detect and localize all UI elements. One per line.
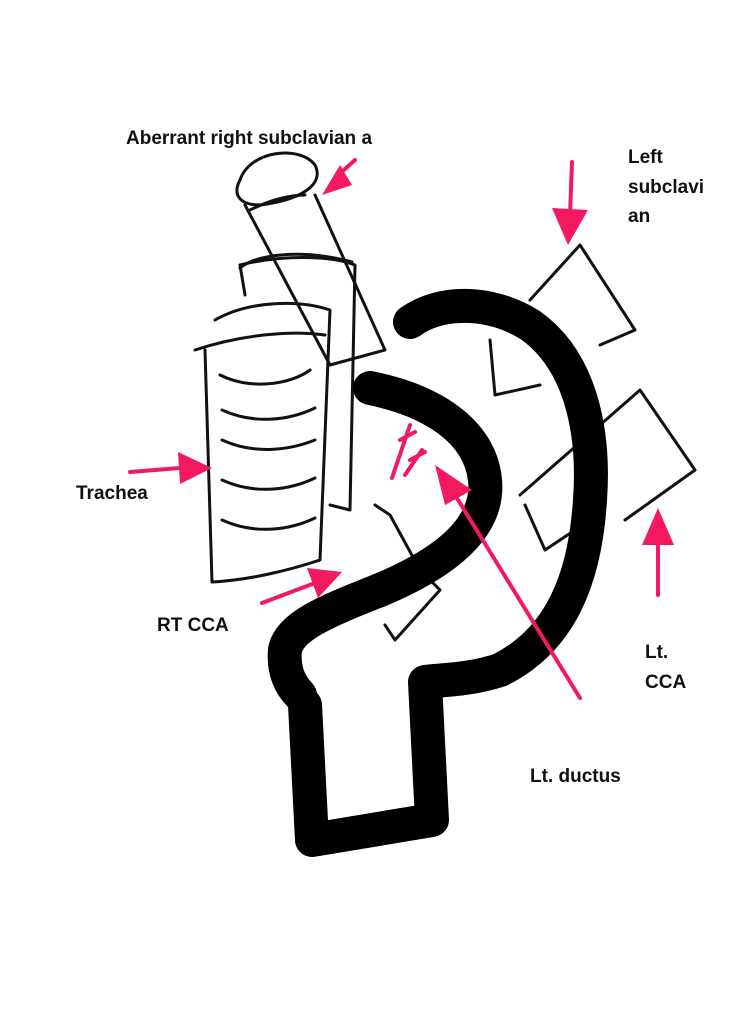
label-lt-ductus: Lt. ductus — [530, 766, 621, 787]
aberrant-subclavian-sketch — [235, 151, 387, 367]
ductus-marks — [390, 423, 427, 480]
arrow-trachea — [128, 452, 212, 484]
label-lt-cca-1: Lt. — [645, 642, 668, 663]
arrow-lt-ductus — [435, 465, 582, 700]
label-aberrant-right-subclavian: Aberrant right subclavian a — [126, 128, 372, 149]
arrow-lt-cca — [642, 508, 674, 597]
arrow-aberrant — [322, 158, 357, 195]
label-left-subclavian-3: an — [628, 206, 650, 227]
left-aortic-arch — [288, 288, 608, 857]
label-trachea: Trachea — [76, 483, 148, 504]
label-lt-cca-2: CCA — [645, 672, 686, 693]
label-rt-cca: RT CCA — [157, 615, 229, 636]
arrow-rt-cca — [260, 568, 342, 605]
right-aortic-arch — [267, 371, 503, 712]
label-left-subclavian-1: Left — [628, 147, 664, 168]
label-left-subclavian-2: subclavi — [628, 177, 704, 198]
arrow-left-subclavian — [552, 160, 588, 245]
trachea-sketch — [193, 252, 357, 584]
